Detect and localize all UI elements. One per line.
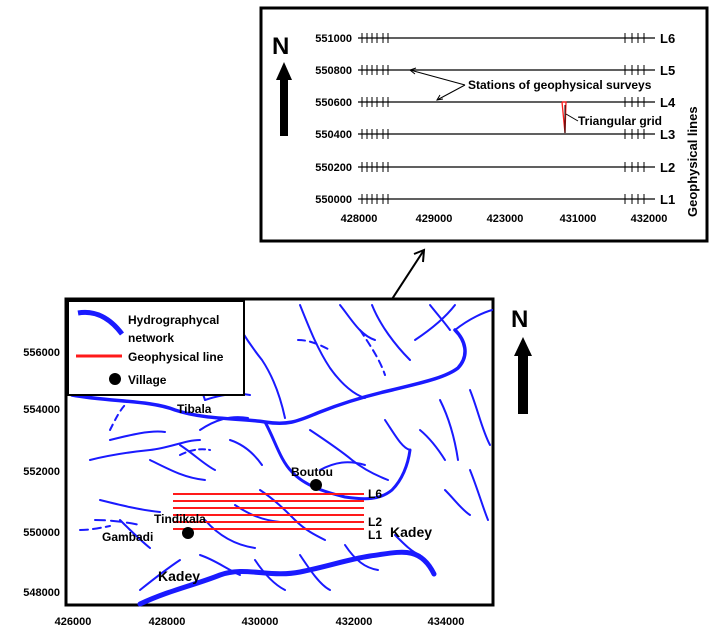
inset-x-tick: 428000 [341,213,378,225]
inset-line-label: L4 [660,95,676,110]
inset-y-tick: 550200 [315,162,352,174]
main-y-tick: 548000 [23,587,60,599]
place-boutou: Boutou [291,465,333,479]
place-tibala: Tibala [177,402,212,416]
inset-x-tick: 429000 [416,213,453,225]
hydrographic-network [70,304,493,607]
inset-north-arrow-icon [276,62,292,136]
main-y-tick: 552000 [23,466,60,478]
legend-geo-line-label: Geophysical line [128,350,224,364]
river-kadey-right: Kadey [390,524,432,540]
inset-line-label: L3 [660,127,675,142]
stations-annotation-arrows [408,67,466,101]
place-tindikala: Tindikala [154,512,206,526]
inset-x-tick: 431000 [560,213,597,225]
inset-frame [259,6,709,243]
village-boutou-icon [310,479,322,491]
inset-y-tick: 551000 [315,33,352,45]
main-x-tick: 426000 [55,616,92,628]
inset-y-tick: 550800 [315,65,352,77]
main-x-tick: 432000 [336,616,373,628]
inset-x-tick: 423000 [487,213,524,225]
inset-side-title: Geophysical lines [685,106,700,217]
inset-y-tick: 550000 [315,194,352,206]
legend-village-label: Village [128,373,167,387]
inset-line-label: L6 [660,31,675,46]
inset-station-ticks [361,33,645,204]
main-north-label: N [511,306,528,333]
main-line-label-l2: L2 [368,515,382,529]
place-gambadi: Gambadi [102,530,153,544]
inset-y-tick: 550400 [315,129,352,141]
triangular-grid-icon [561,101,567,134]
main-x-tick: 434000 [428,616,465,628]
legend-hydro-icon [77,309,124,336]
inset-line-label: L1 [660,192,675,207]
inset-survey-lines [358,37,655,200]
inset-north-label: N [272,33,289,60]
inset-y-tick: 550600 [315,97,352,109]
main-y-tick: 556000 [23,347,60,359]
inset-line-label: L2 [660,160,675,175]
grid-annotation-arrow [565,113,579,122]
main-line-label-l1: L1 [368,528,382,542]
legend-hydro-label-1: Hydrographycal [128,313,219,327]
main-north-arrow-icon [514,337,532,414]
main-x-tick: 428000 [149,616,186,628]
main-y-tick: 550000 [23,527,60,539]
village-gambadi-icon [182,527,194,539]
main-x-tick: 430000 [242,616,279,628]
legend-hydro-label-2: network [128,331,174,345]
stations-annotation: Stations of geophysical surveys [468,78,652,92]
legend-village-icon [109,373,121,385]
legend: Hydrographycal network Geophysical line … [67,300,245,396]
inset-line-label: L5 [660,63,675,78]
grid-annotation: Triangular grid [578,114,662,128]
main-y-tick: 554000 [23,404,60,416]
river-kadey-left: Kadey [158,568,200,584]
geophysical-lines [173,493,364,530]
inset-x-tick: 432000 [631,213,668,225]
main-line-label-l6: L6 [368,487,382,501]
